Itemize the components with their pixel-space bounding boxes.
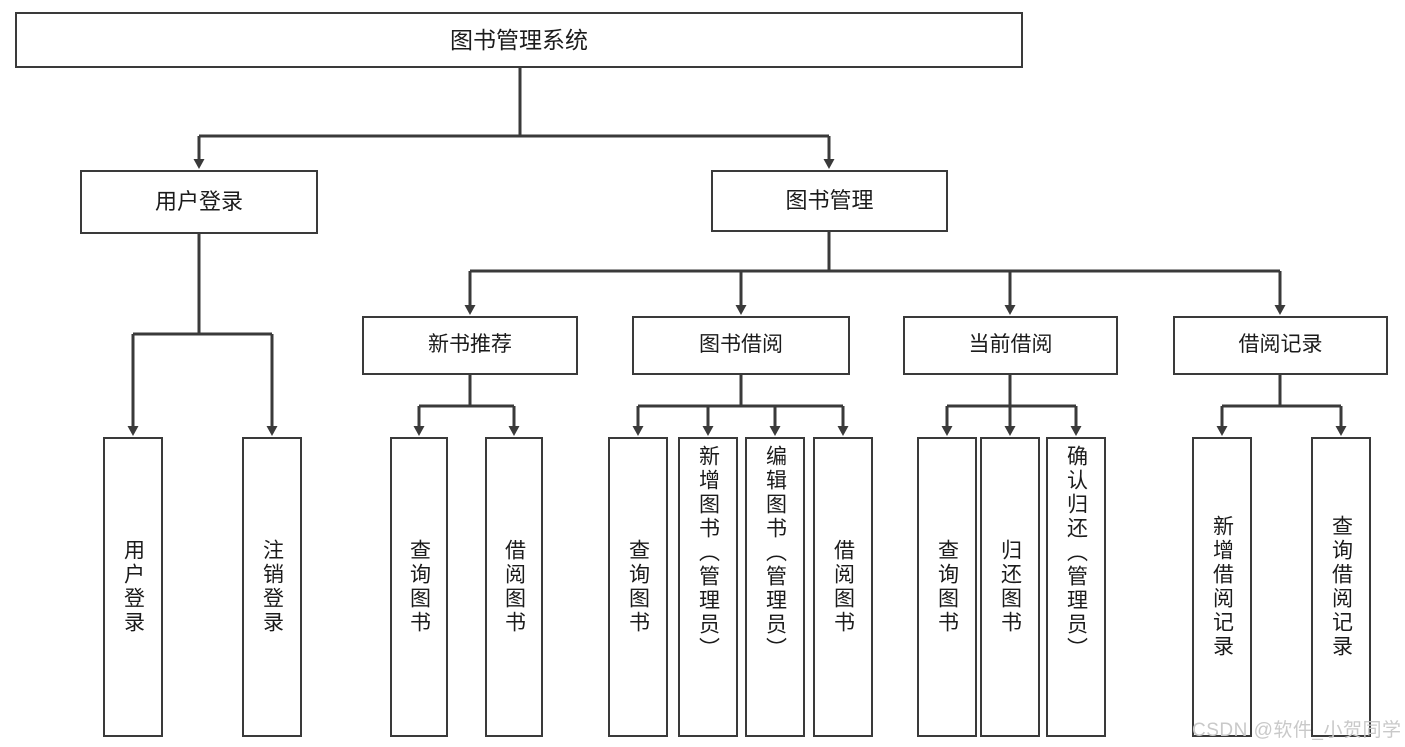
node-label: 图书管理系统	[450, 26, 588, 53]
node-label: 编辑图书（管理员）	[763, 445, 787, 661]
node-label: 归还图书	[998, 539, 1022, 635]
leaf-book-borrow-query-book[interactable]: 查询图书	[608, 437, 668, 737]
node-label: 图书借阅	[699, 333, 783, 357]
node-label: 用户登录	[121, 539, 145, 635]
node-book-borrow[interactable]: 图书借阅	[632, 316, 850, 375]
leaf-book-borrow-add-book-admin[interactable]: 新增图书（管理员）	[678, 437, 738, 737]
node-label: 借阅记录	[1238, 333, 1323, 357]
node-user-login[interactable]: 用户登录	[80, 170, 318, 234]
node-current-borrow[interactable]: 当前借阅	[903, 316, 1118, 375]
leaf-current-borrow-query-book[interactable]: 查询图书	[917, 437, 977, 737]
node-label: 当前借阅	[968, 333, 1053, 357]
node-label: 确认归还（管理员）	[1064, 445, 1088, 661]
node-borrow-record[interactable]: 借阅记录	[1173, 316, 1388, 375]
leaf-book-borrow-edit-book-admin[interactable]: 编辑图书（管理员）	[745, 437, 805, 737]
leaf-current-borrow-return-book[interactable]: 归还图书	[980, 437, 1040, 737]
node-label: 新增借阅记录	[1210, 515, 1234, 659]
leaf-user-login-logout[interactable]: 注销登录	[242, 437, 302, 737]
node-label: 用户登录	[154, 189, 243, 215]
node-book-management[interactable]: 图书管理	[711, 170, 948, 232]
csdn-watermark: CSDN @软件_小贺同学	[1192, 720, 1402, 741]
node-root-library-system[interactable]: 图书管理系统	[15, 12, 1023, 68]
leaf-borrow-record-query-record[interactable]: 查询借阅记录	[1311, 437, 1371, 737]
node-label: 查询借阅记录	[1329, 515, 1353, 659]
node-new-book-recommend[interactable]: 新书推荐	[362, 316, 578, 375]
node-label: 新增图书（管理员）	[696, 445, 720, 661]
leaf-borrow-record-add-record[interactable]: 新增借阅记录	[1192, 437, 1252, 737]
leaf-book-borrow-borrow-book[interactable]: 借阅图书	[813, 437, 873, 737]
node-label: 查询图书	[935, 539, 959, 635]
node-label: 图书管理	[785, 188, 874, 214]
leaf-new-book-borrow-book[interactable]: 借阅图书	[485, 437, 543, 737]
node-label: 借阅图书	[831, 539, 855, 635]
leaf-user-login-login[interactable]: 用户登录	[103, 437, 163, 737]
node-label: 新书推荐	[428, 333, 512, 357]
node-label: 注销登录	[260, 539, 284, 635]
leaf-new-book-query-book[interactable]: 查询图书	[390, 437, 448, 737]
leaf-current-borrow-confirm-return-admin[interactable]: 确认归还（管理员）	[1046, 437, 1106, 737]
node-label: 查询图书	[407, 539, 431, 635]
node-label: 查询图书	[626, 539, 650, 635]
node-label: 借阅图书	[502, 539, 526, 635]
